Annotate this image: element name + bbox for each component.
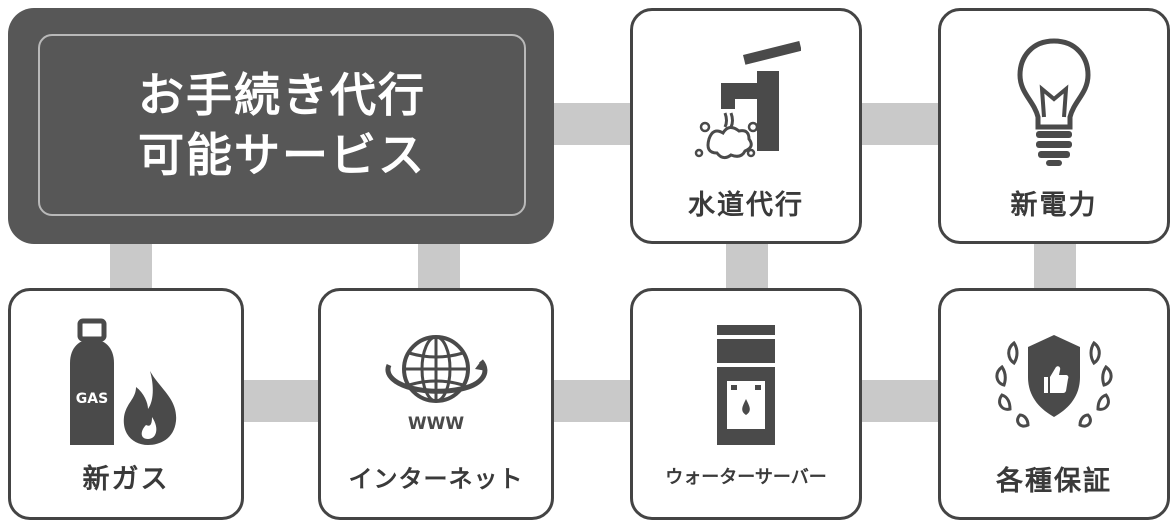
title-line-1: お手続き代行 <box>138 68 426 122</box>
service-label-gas: 新ガス <box>82 464 170 495</box>
shield-thumbs-up-icon <box>941 327 1167 437</box>
water-server-icon <box>633 323 859 447</box>
service-card-warranty: 各種保証 <box>938 288 1170 520</box>
service-card-gas: GAS 新ガス <box>8 288 244 520</box>
service-label-electric: 新電力 <box>1010 190 1098 221</box>
service-card-waterserver: ウォーターサーバー <box>630 288 862 520</box>
gas-cylinder-icon: GAS <box>11 317 241 447</box>
www-icon-text: WWW <box>408 414 465 434</box>
connector-waterserver-warranty <box>858 380 942 422</box>
connector-gas-internet <box>242 380 326 422</box>
service-card-internet: WWW インターネット <box>318 288 554 520</box>
service-label-waterserver: ウォーターサーバー <box>665 467 827 488</box>
title-card: お手続き代行 可能サービス <box>8 8 554 244</box>
title-frame: お手続き代行 可能サービス <box>38 34 526 216</box>
connector-title-water <box>550 103 634 145</box>
service-card-water: 水道代行 <box>630 8 862 244</box>
gas-icon-text: GAS <box>76 391 108 407</box>
title-line-2: 可能サービス <box>138 128 426 182</box>
faucet-icon <box>633 41 859 161</box>
connector-water-electric <box>858 103 942 145</box>
service-label-warranty: 各種保証 <box>996 466 1112 497</box>
service-label-water: 水道代行 <box>688 190 804 221</box>
connector-internet-waterserver <box>550 380 634 422</box>
connector-title-internet <box>418 240 460 290</box>
lightbulb-icon <box>941 35 1167 167</box>
connector-electric-warranty <box>1034 240 1076 290</box>
service-card-electric: 新電力 <box>938 8 1170 244</box>
globe-icon: WWW <box>321 325 551 435</box>
connector-water-waterserver <box>726 240 768 290</box>
service-label-internet: インターネット <box>348 465 524 493</box>
connector-title-gas <box>110 240 152 290</box>
